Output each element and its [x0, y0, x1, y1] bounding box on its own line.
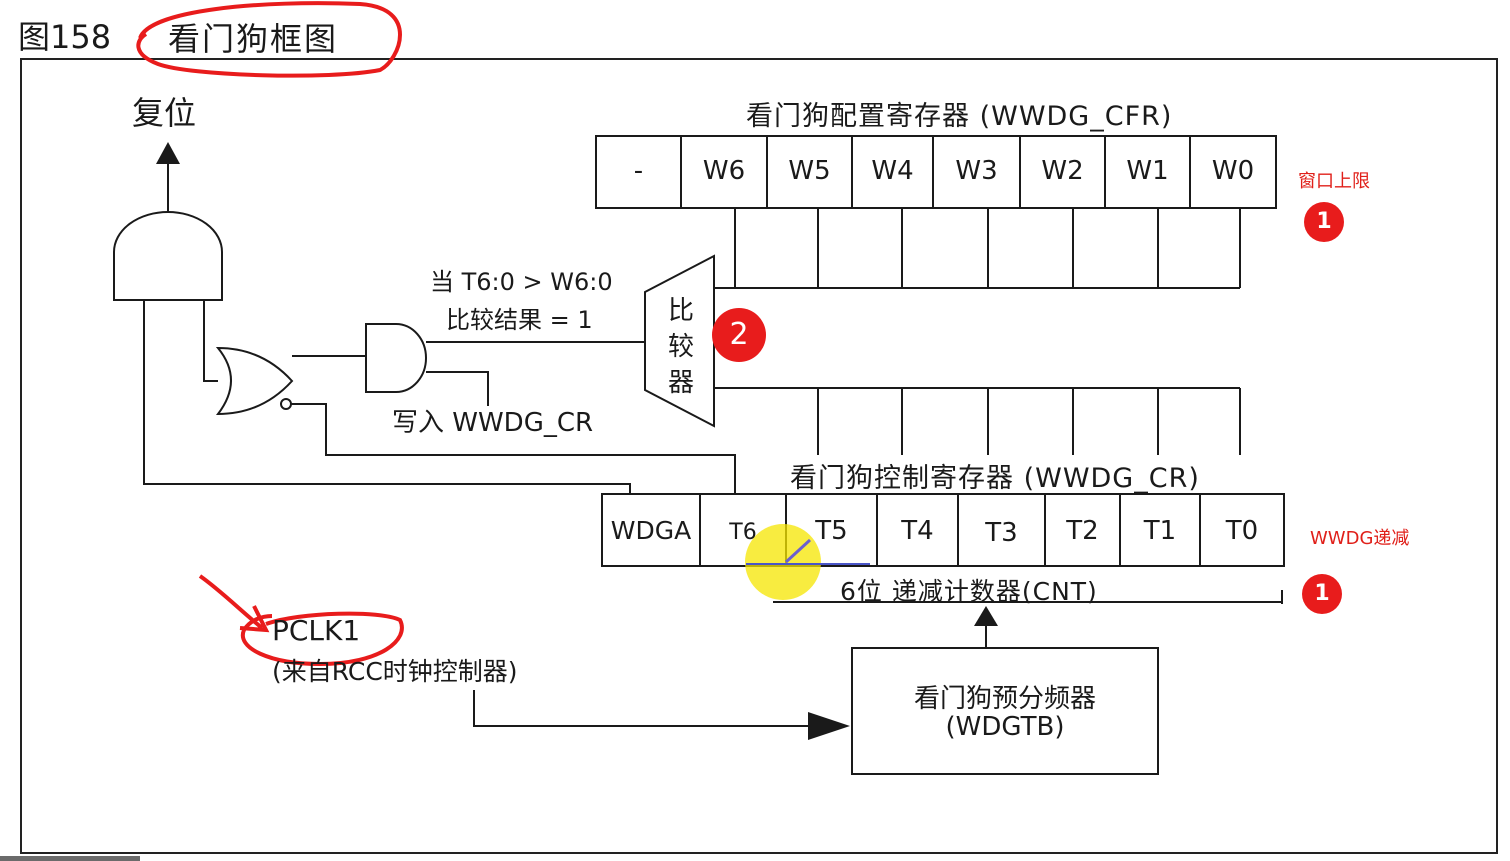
step-badge-comparator: 2: [712, 308, 766, 362]
prescaler-box: [851, 647, 1159, 775]
cr-bit-label: T2: [1066, 516, 1099, 546]
comparator-char: 较: [668, 332, 695, 362]
counter-arrowhead: [974, 606, 998, 626]
cursor-highlight: [745, 524, 821, 600]
cr-bit-label: T5: [815, 516, 848, 546]
pclk-red-arrow: [198, 574, 270, 633]
write-wwdg-cr-label: 写入 WWDG_CR: [392, 408, 594, 438]
cr-bit-label: T6: [729, 520, 757, 545]
comparator-shape: [644, 254, 715, 428]
bottom-edge-strip: [0, 856, 140, 861]
cfr-bit-label: -: [633, 156, 644, 186]
cr-bit-label: T3: [985, 518, 1018, 548]
compare-condition-line2: 比较结果 = 1: [446, 306, 593, 334]
counter-label: 6位 递减计数器(CNT): [840, 577, 1098, 606]
cr-bit-label: WDGA: [610, 516, 692, 545]
diagram-frame: [20, 58, 1498, 854]
cfr-register-box: [595, 135, 1277, 209]
cfr-bit-label: W0: [1211, 156, 1255, 186]
cfr-bit-label: W3: [955, 156, 998, 186]
cfr-bit-label: W5: [788, 156, 831, 186]
prescaler-line1: 看门狗预分频器: [913, 684, 1096, 714]
pclk-label: PCLK1: [272, 614, 361, 647]
cr-title: 看门狗控制寄存器 (WWDG_CR): [790, 463, 1200, 494]
cfr-bit-label: W1: [1126, 156, 1169, 186]
cfr-bit-label: W4: [871, 156, 914, 186]
cr-bit-label: T4: [901, 516, 934, 546]
cfr-bit-label: W6: [702, 156, 746, 186]
prescaler-line2: (WDGTB): [945, 712, 1065, 742]
comparator-char: 器: [668, 368, 695, 398]
cr-bit-label: T0: [1225, 516, 1259, 546]
step-badge-cfr: 1: [1304, 202, 1344, 242]
title-red-circle: [136, 1, 402, 78]
and-gate-small: [365, 323, 427, 393]
reset-label: 复位: [132, 94, 197, 132]
reset-arrowhead: [156, 142, 180, 164]
cfr-bit-label: W2: [1041, 156, 1084, 186]
figure-title: 看门狗框图: [168, 20, 339, 58]
window-upper-limit-note: 窗口上限: [1298, 171, 1370, 192]
cursor-pointer-mark: [784, 538, 812, 564]
cr-register-box: [601, 493, 1285, 567]
cfr-title: 看门狗配置寄存器 (WWDG_CFR): [746, 101, 1173, 132]
wwdg-decrement-note: WWDG递减: [1310, 528, 1410, 549]
compare-condition-line1: 当 T6:0 > W6:0: [430, 268, 613, 296]
and-gate-reset: [113, 211, 223, 301]
pclk-source-label: (来自RCC时钟控制器): [272, 657, 518, 686]
or-gate: [215, 346, 294, 416]
comparator-char: 比: [668, 296, 695, 326]
prescaler-arrowhead: [808, 712, 850, 740]
figure-number: 图158: [18, 18, 112, 56]
cr-bit-label: T1: [1143, 516, 1177, 546]
step-badge-counter: 1: [1302, 574, 1342, 614]
